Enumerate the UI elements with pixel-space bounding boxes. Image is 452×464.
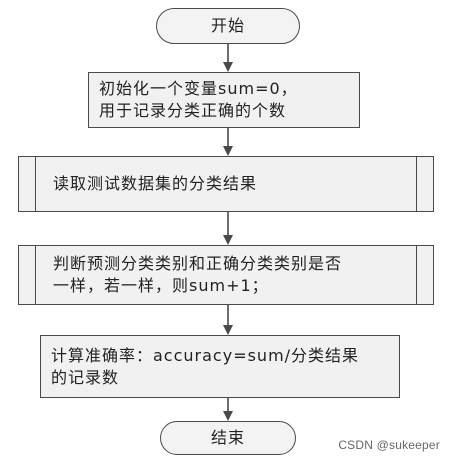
- read-results-step: 读取测试数据集的分类结果: [18, 156, 434, 212]
- start-label: 开始: [210, 16, 245, 35]
- compare-classes-step: 判断预测分类类别和正确分类类别是否 一样，若一样，则sum+1；: [18, 245, 434, 305]
- compute-accuracy-label: 计算准确率：accuracy=sum/分类结果 的记录数: [51, 345, 360, 387]
- init-sum-label: 初始化一个变量sum=0， 用于记录分类正确的个数: [99, 79, 298, 120]
- compare-classes-label: 判断预测分类类别和正确分类类别是否 一样，若一样，则sum+1；: [53, 254, 343, 295]
- csdn-watermark: CSDN @sukeeper: [338, 438, 440, 452]
- read-results-label: 读取测试数据集的分类结果: [53, 174, 258, 193]
- compute-accuracy-step: 计算准确率：accuracy=sum/分类结果 的记录数: [40, 335, 400, 398]
- end-node: 结束: [160, 421, 296, 455]
- start-node: 开始: [156, 8, 300, 44]
- end-label: 结束: [210, 428, 245, 447]
- init-sum-step: 初始化一个变量sum=0， 用于记录分类正确的个数: [88, 72, 360, 128]
